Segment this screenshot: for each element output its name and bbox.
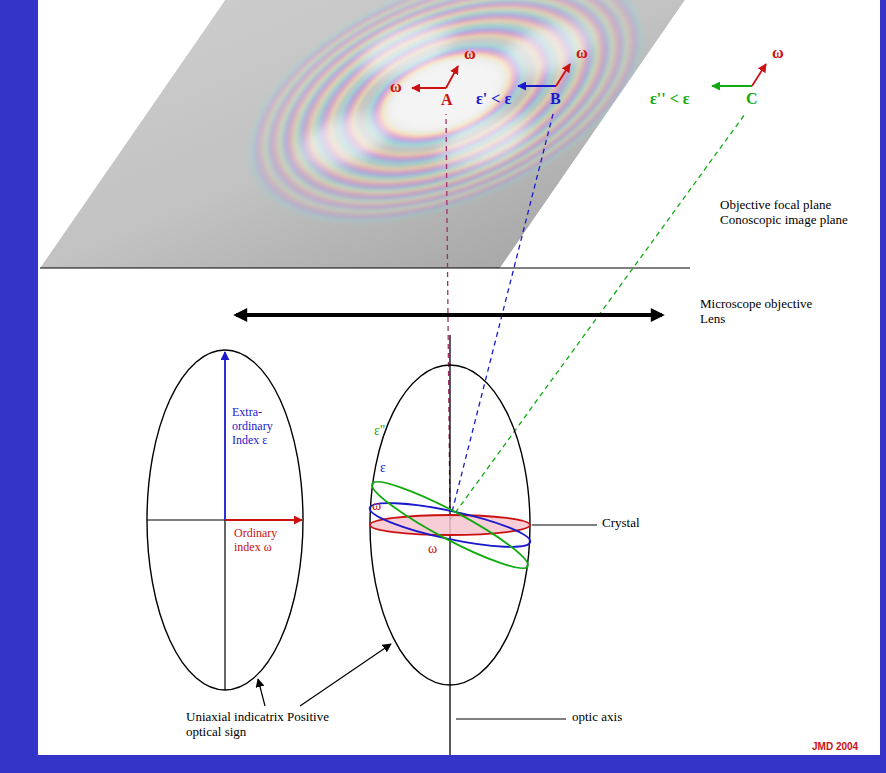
leader-line bbox=[532, 524, 597, 525]
extraordinary-axis bbox=[224, 352, 226, 520]
objective-lens bbox=[236, 313, 662, 317]
leader-line bbox=[258, 679, 265, 706]
epsilon-section bbox=[367, 494, 533, 555]
part-label: optic axis bbox=[572, 710, 622, 725]
vibration-arrows bbox=[412, 64, 766, 88]
interference-figure bbox=[0, 0, 886, 395]
epsilon-section bbox=[366, 471, 535, 578]
isogyre bbox=[239, 0, 653, 395]
axis-line bbox=[147, 519, 225, 520]
vibration-label: ω bbox=[576, 44, 588, 62]
indicatrix-outline bbox=[147, 350, 303, 690]
omega-arrow bbox=[412, 87, 446, 89]
plane-label: Objective focal plane Conoscopic image p… bbox=[720, 198, 870, 228]
index-relation: ε' < ε bbox=[476, 90, 511, 108]
indicatrix-section bbox=[147, 350, 303, 690]
omega-section bbox=[370, 515, 530, 535]
indicatrix-3d bbox=[366, 335, 597, 755]
leader-line bbox=[300, 644, 391, 706]
omega-arrow bbox=[446, 66, 458, 88]
watermark: JMD 2004 bbox=[812, 741, 858, 753]
epsilon-arrow bbox=[518, 85, 556, 87]
section-label: ω bbox=[372, 498, 381, 514]
vibration-label: ω bbox=[772, 44, 784, 62]
ordinary-axis bbox=[225, 519, 302, 521]
axis-line bbox=[224, 520, 225, 690]
index-relation: ε'' < ε bbox=[650, 90, 690, 108]
section-label: ε bbox=[380, 460, 386, 476]
index-label: Extra-ordinary Index ε bbox=[232, 406, 294, 447]
caption-label: Uniaxial indicatrix Positive optical sig… bbox=[186, 710, 336, 740]
optic-axis-line bbox=[449, 335, 450, 755]
plane-edge bbox=[40, 267, 690, 268]
point-label: C bbox=[746, 90, 758, 108]
section-label: ω bbox=[428, 541, 437, 557]
page-ground bbox=[38, 0, 880, 755]
leader-line bbox=[456, 718, 566, 719]
omega-arrow bbox=[752, 64, 766, 86]
point-label: B bbox=[550, 90, 561, 108]
point-label: A bbox=[441, 91, 453, 109]
omega-arrow bbox=[556, 64, 570, 86]
section-label: ε'' bbox=[374, 423, 385, 439]
index-label: Ordinary index ω bbox=[234, 527, 296, 555]
vibration-label: ω bbox=[464, 45, 476, 63]
vibration-label: ω bbox=[390, 78, 402, 96]
part-label: Crystal bbox=[602, 516, 640, 531]
epsilon-arrow bbox=[712, 85, 752, 87]
lens-label: Microscope objective Lens bbox=[700, 297, 840, 327]
